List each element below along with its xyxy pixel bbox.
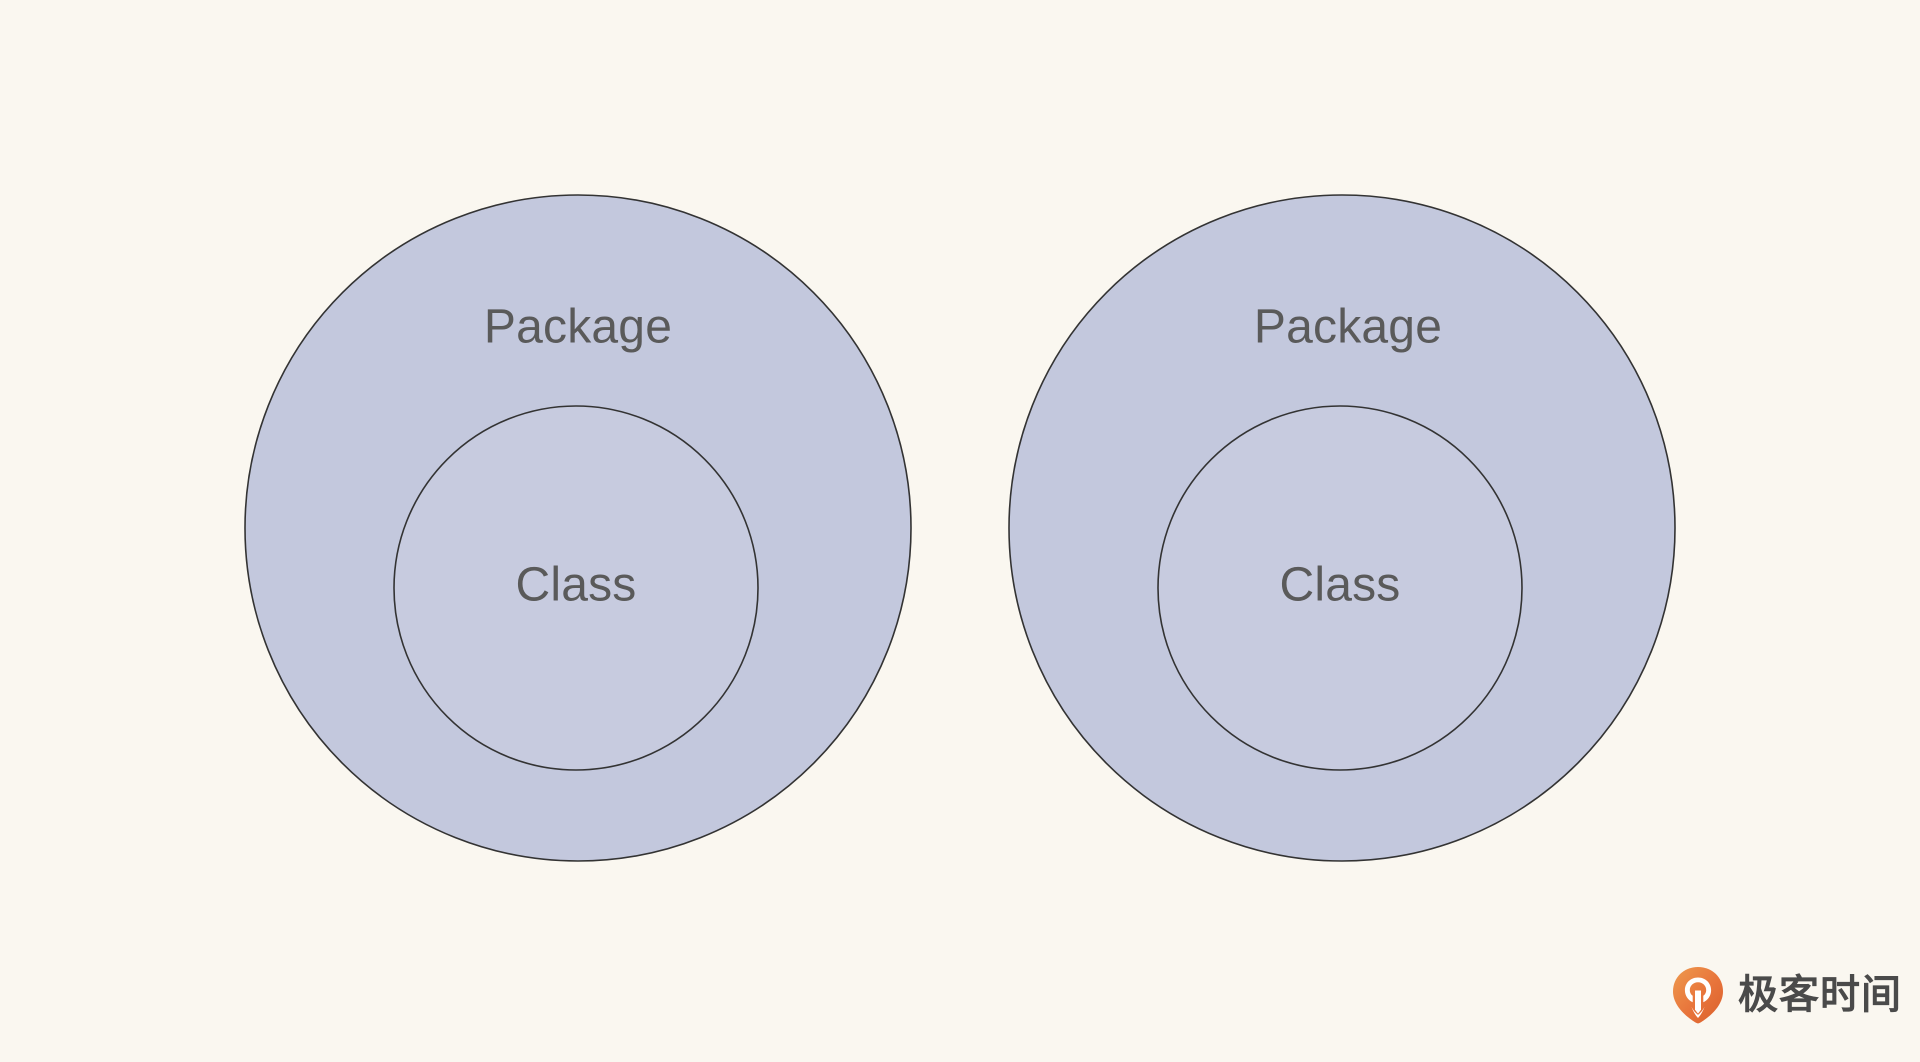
class-inner-circle-right[interactable] bbox=[1157, 405, 1523, 771]
package-label-left: Package bbox=[484, 301, 672, 354]
class-label-left: Class bbox=[515, 559, 636, 612]
geektime-logo-icon bbox=[1673, 967, 1723, 1024]
class-inner-circle-left[interactable] bbox=[393, 405, 759, 771]
class-label-right: Class bbox=[1279, 559, 1400, 612]
package-class-group-right: Package Class bbox=[1008, 194, 1676, 862]
package-class-group-left: Package Class bbox=[244, 194, 912, 862]
brand-wordmark: 极客时间 bbox=[1738, 972, 1902, 1018]
brand-watermark: 极客时间 bbox=[1672, 966, 1902, 1024]
package-label-right: Package bbox=[1254, 301, 1442, 354]
